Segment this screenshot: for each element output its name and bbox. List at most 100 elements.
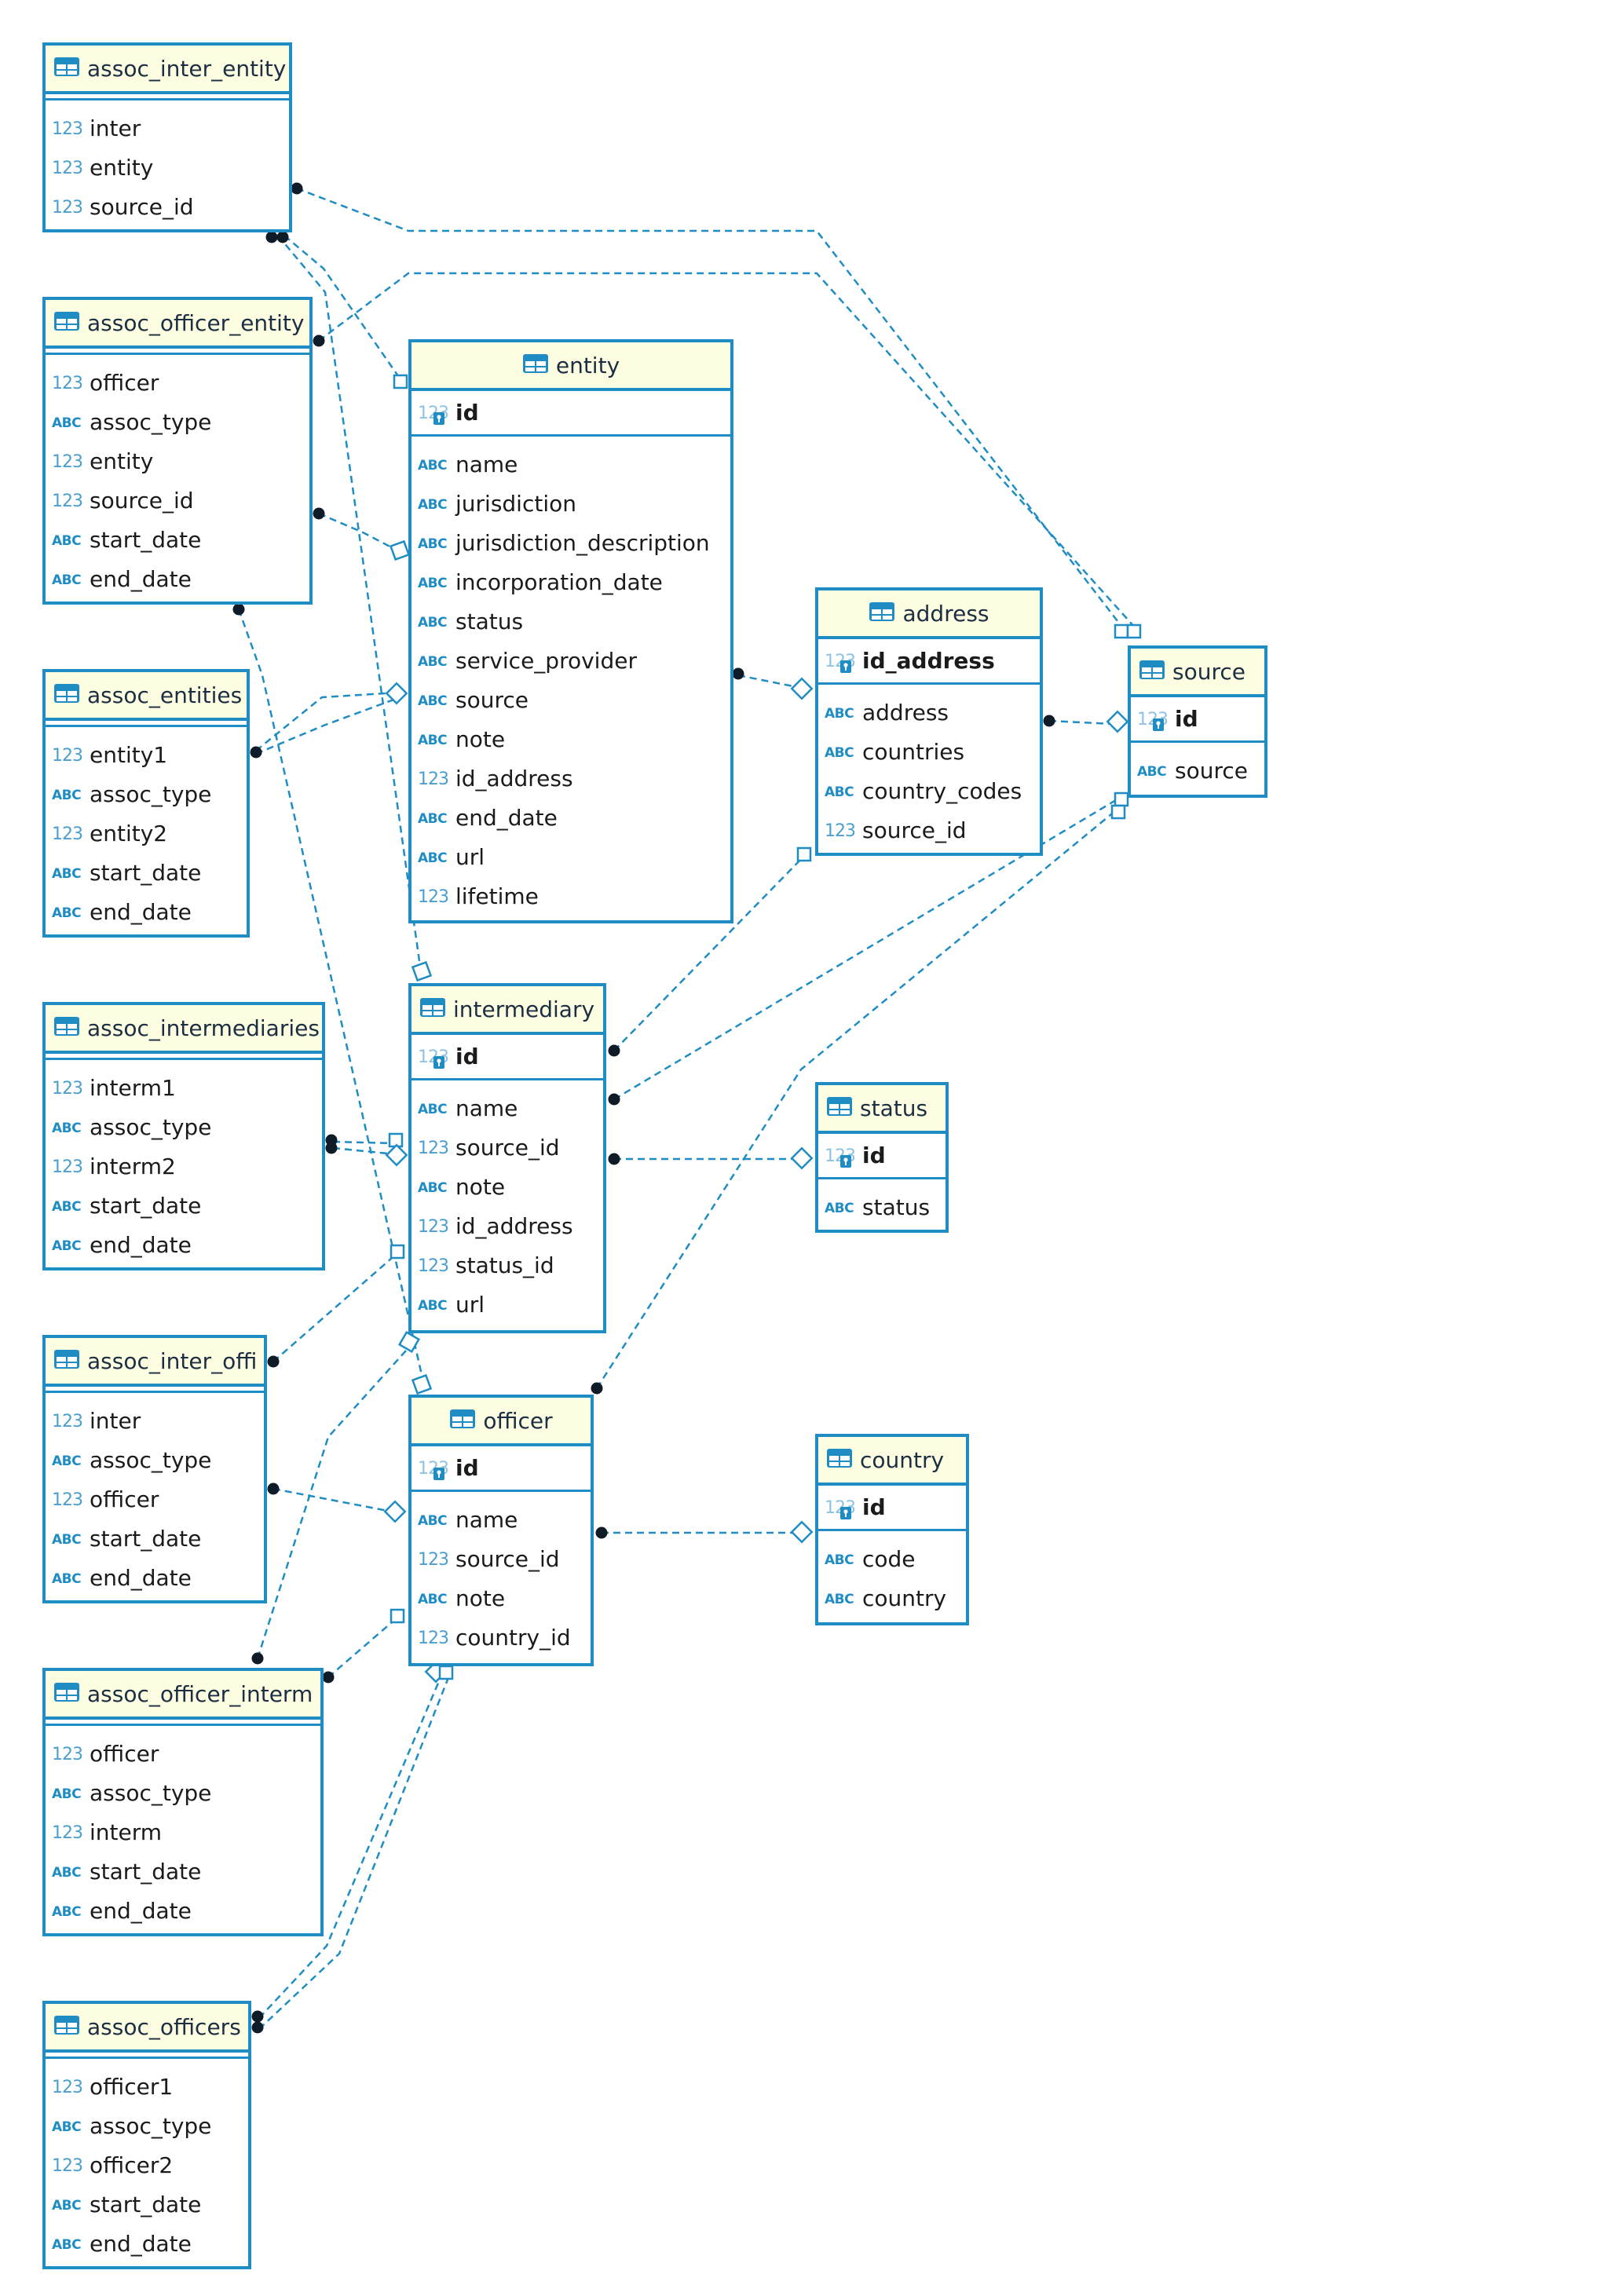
table-header[interactable]: country bbox=[818, 1437, 966, 1486]
table-header[interactable]: assoc_officers bbox=[46, 2004, 248, 2053]
table-header[interactable]: assoc_intermediaries bbox=[46, 1005, 322, 1054]
table-header[interactable]: source bbox=[1131, 649, 1264, 697]
table-header[interactable]: assoc_inter_offi bbox=[46, 1338, 264, 1387]
table-header[interactable]: assoc_officer_entity bbox=[46, 300, 309, 349]
table-header[interactable]: address bbox=[818, 590, 1040, 639]
table-header[interactable]: assoc_entities bbox=[46, 672, 247, 721]
table-header[interactable]: intermediary bbox=[411, 986, 603, 1035]
table-header[interactable]: assoc_inter_entity bbox=[46, 46, 289, 94]
svg-text:ABC: ABC bbox=[825, 1592, 854, 1607]
table-header[interactable]: assoc_officer_interm bbox=[46, 1671, 320, 1720]
table-header[interactable]: status bbox=[818, 1085, 946, 1134]
table-header[interactable]: officer bbox=[411, 1398, 591, 1446]
table-header[interactable]: entity bbox=[411, 342, 730, 391]
